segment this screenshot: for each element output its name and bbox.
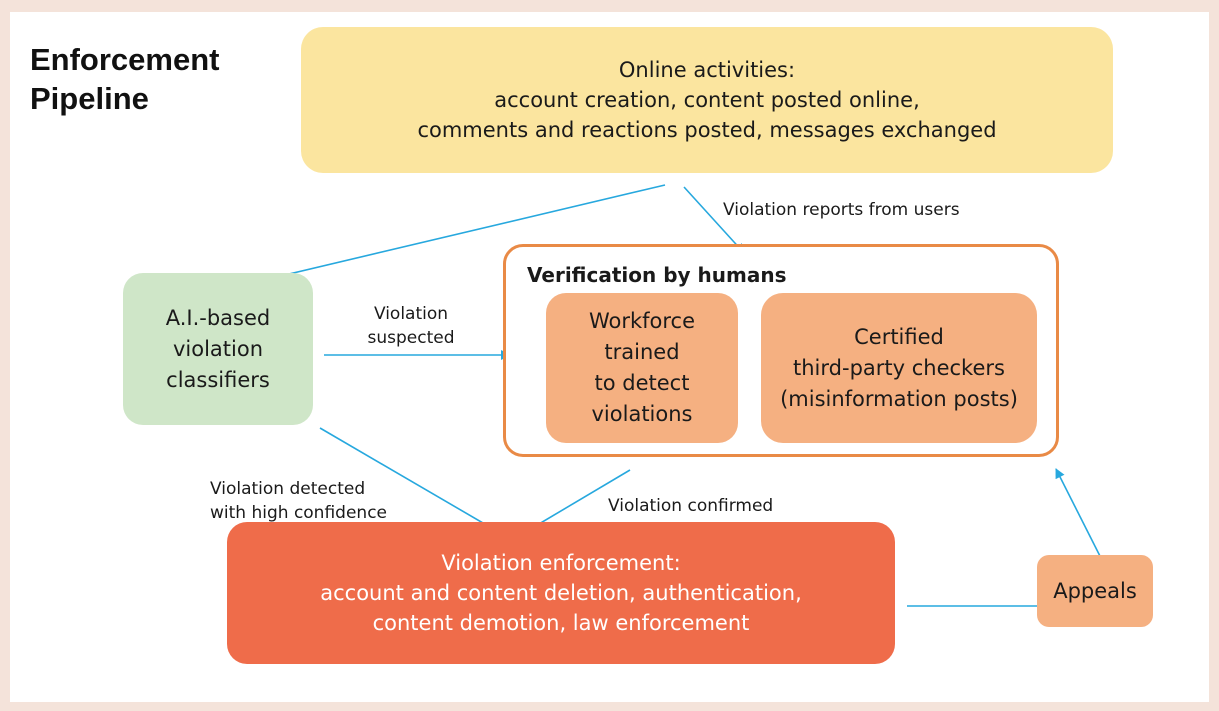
- online-activities-box: Online activities: account creation, con…: [301, 27, 1113, 173]
- third-party-checkers-box: Certified third-party checkers (misinfor…: [761, 293, 1037, 443]
- edge-label-confirmed: Violation confirmed: [608, 496, 774, 516]
- arrow-appeals-to-verification: [1055, 468, 1106, 567]
- classifier-line: classifiers: [166, 367, 270, 392]
- checkers-line: Certified: [854, 324, 944, 349]
- title-line: Pipeline: [30, 81, 149, 116]
- edge-label-reports: Violation reports from users: [723, 200, 960, 220]
- edge-label-line: Violation: [373, 304, 449, 324]
- edge-label-line: with high confidence: [210, 503, 387, 523]
- online-activities-heading: Online activities:: [618, 58, 796, 82]
- edge-label-suspected: Violation suspected: [351, 302, 471, 350]
- classifier-line: violation: [172, 336, 264, 361]
- workforce-line: Workforce: [588, 309, 696, 333]
- edge-label-line: Violation detected: [210, 479, 366, 499]
- workforce-line: violations: [591, 402, 693, 426]
- arrow-online-to-classifier: [233, 184, 666, 290]
- checkers-line: (misinformation posts): [780, 386, 1018, 411]
- arrow-online-to-verification: [683, 186, 745, 254]
- violation-enforcement-box: Violation enforcement: account and conte…: [227, 522, 895, 664]
- workforce-box: Workforce trained to detect violations: [546, 293, 738, 443]
- verification-title: Verification by humans: [527, 263, 787, 287]
- diagram-title: Enforcement Pipeline: [30, 40, 290, 118]
- title-line: Enforcement: [30, 42, 220, 77]
- enforcement-line: content demotion, law enforcement: [372, 611, 750, 635]
- online-activities-line: account creation, content posted online,: [494, 88, 920, 112]
- classifier-line: A.I.-based: [165, 305, 271, 330]
- appeals-label: Appeals: [1053, 579, 1137, 603]
- ai-classifier-box: A.I.-based violation classifiers: [123, 273, 313, 425]
- appeals-box: Appeals: [1037, 555, 1153, 627]
- edge-label-line: suspected: [367, 328, 455, 348]
- arrow-classifier-to-enforcement: [319, 427, 508, 538]
- enforcement-heading: Violation enforcement:: [441, 551, 681, 575]
- enforcement-line: account and content deletion, authentica…: [320, 581, 802, 605]
- checkers-line: third-party checkers: [793, 355, 1005, 380]
- online-activities-line: comments and reactions posted, messages …: [417, 118, 997, 142]
- workforce-line: to detect: [594, 371, 690, 395]
- edge-label-detected: Violation detected with high confidence: [210, 477, 387, 525]
- workforce-line: trained: [604, 340, 680, 364]
